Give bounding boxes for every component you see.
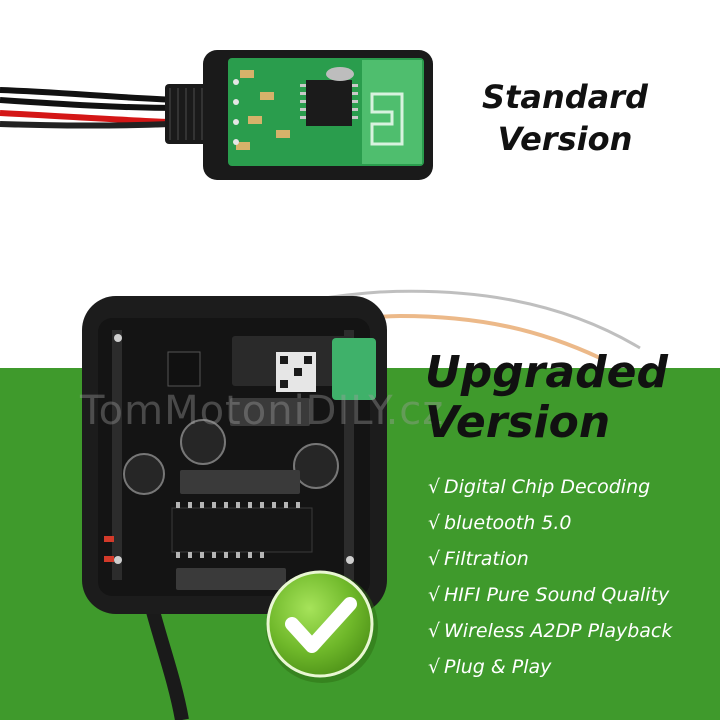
standard-label-line-2: Version [497, 120, 633, 158]
feature-item: √Digital Chip Decoding [428, 472, 672, 508]
feature-item: √Wireless A2DP Playback [428, 616, 672, 652]
upgraded-module-cable [143, 598, 189, 720]
check-icon: √ [428, 620, 441, 642]
feature-text: Filtration [444, 548, 529, 570]
upgraded-module [82, 296, 387, 614]
feature-text: Digital Chip Decoding [444, 476, 651, 498]
feature-text: Plug & Play [444, 656, 552, 678]
standard-version-label: Standard Version [470, 76, 660, 160]
check-icon: √ [428, 512, 441, 534]
checkmark-badge-icon [266, 570, 378, 683]
upgraded-label-line-2: Version [425, 397, 611, 448]
standard-module [203, 50, 433, 180]
check-icon: √ [428, 656, 441, 678]
standard-module-wires [0, 84, 209, 144]
feature-item: √HIFI Pure Sound Quality [428, 580, 672, 616]
standard-label-line-1: Standard [482, 78, 648, 116]
upgraded-version-label: Upgraded Version [425, 348, 715, 448]
check-icon: √ [428, 584, 441, 606]
check-icon: √ [428, 476, 441, 498]
feature-text: Wireless A2DP Playback [444, 620, 673, 642]
feature-item: √Filtration [428, 544, 672, 580]
watermark-text: TomMotoniDILY.cz [80, 388, 445, 434]
check-icon: √ [428, 548, 441, 570]
feature-item: √Plug & Play [428, 652, 672, 688]
upgraded-label-line-1: Upgraded [425, 347, 668, 398]
feature-list: √Digital Chip Decoding √bluetooth 5.0 √F… [428, 472, 672, 688]
feature-text: bluetooth 5.0 [444, 512, 572, 534]
feature-item: √bluetooth 5.0 [428, 508, 672, 544]
feature-text: HIFI Pure Sound Quality [444, 584, 670, 606]
